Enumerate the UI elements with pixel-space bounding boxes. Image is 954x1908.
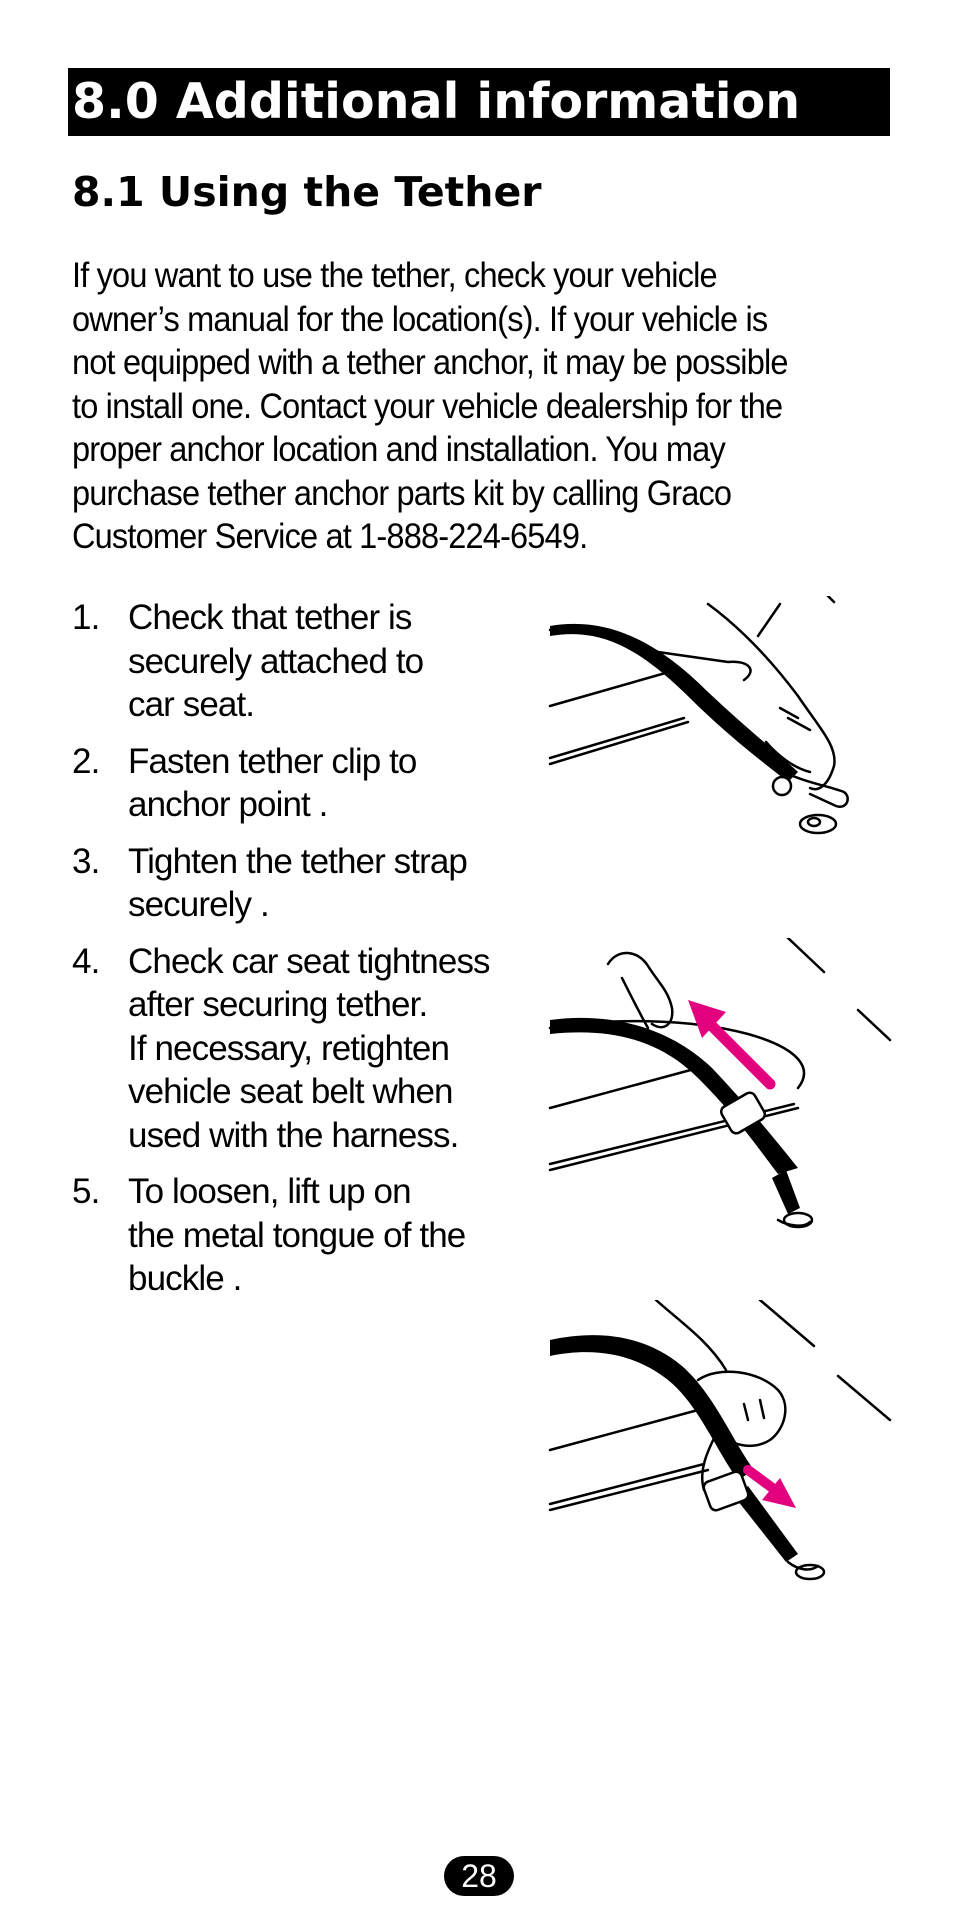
subsection-title: 8.1 Using the Tether bbox=[72, 168, 542, 216]
step-item: 4. Check car seat tightness after securi… bbox=[72, 940, 512, 1158]
tether-clip-to-anchor-illustration bbox=[548, 596, 849, 835]
step-number: 5. bbox=[72, 1172, 100, 1211]
step-number: 1. bbox=[72, 598, 100, 637]
intro-paragraph: If you want to use the tether, check you… bbox=[72, 256, 788, 556]
step-number: 3. bbox=[72, 841, 100, 881]
section-title: 8.0 Additional information bbox=[68, 68, 890, 136]
page-number-badge: 28 bbox=[444, 1856, 514, 1896]
step-item: 2. Fasten tether clip to anchor point . bbox=[72, 740, 512, 827]
step-item: 5. To loosen, lift up on the metal tongu… bbox=[72, 1170, 512, 1301]
step-text: Check car seat tightness after securing … bbox=[128, 941, 491, 1155]
tighten-tether-strap-illustration bbox=[548, 938, 892, 1229]
step-text: To loosen, lift up on the metal tongue o… bbox=[128, 1172, 466, 1298]
step-number: 4. bbox=[72, 941, 100, 981]
step-text: Fasten tether clip to anchor point . bbox=[128, 741, 417, 825]
loosen-tether-buckle-illustration bbox=[548, 1300, 892, 1581]
step-number: 2. bbox=[72, 741, 100, 781]
step-text: Tighten the tether strap securely . bbox=[128, 841, 468, 925]
step-item: 1. Check that tether is securely attache… bbox=[72, 596, 512, 727]
step-text: Check that tether is securely attached t… bbox=[128, 598, 424, 724]
steps-list: 1. Check that tether is securely attache… bbox=[72, 596, 512, 1314]
step-item: 3. Tighten the tether strap securely . bbox=[72, 840, 512, 927]
